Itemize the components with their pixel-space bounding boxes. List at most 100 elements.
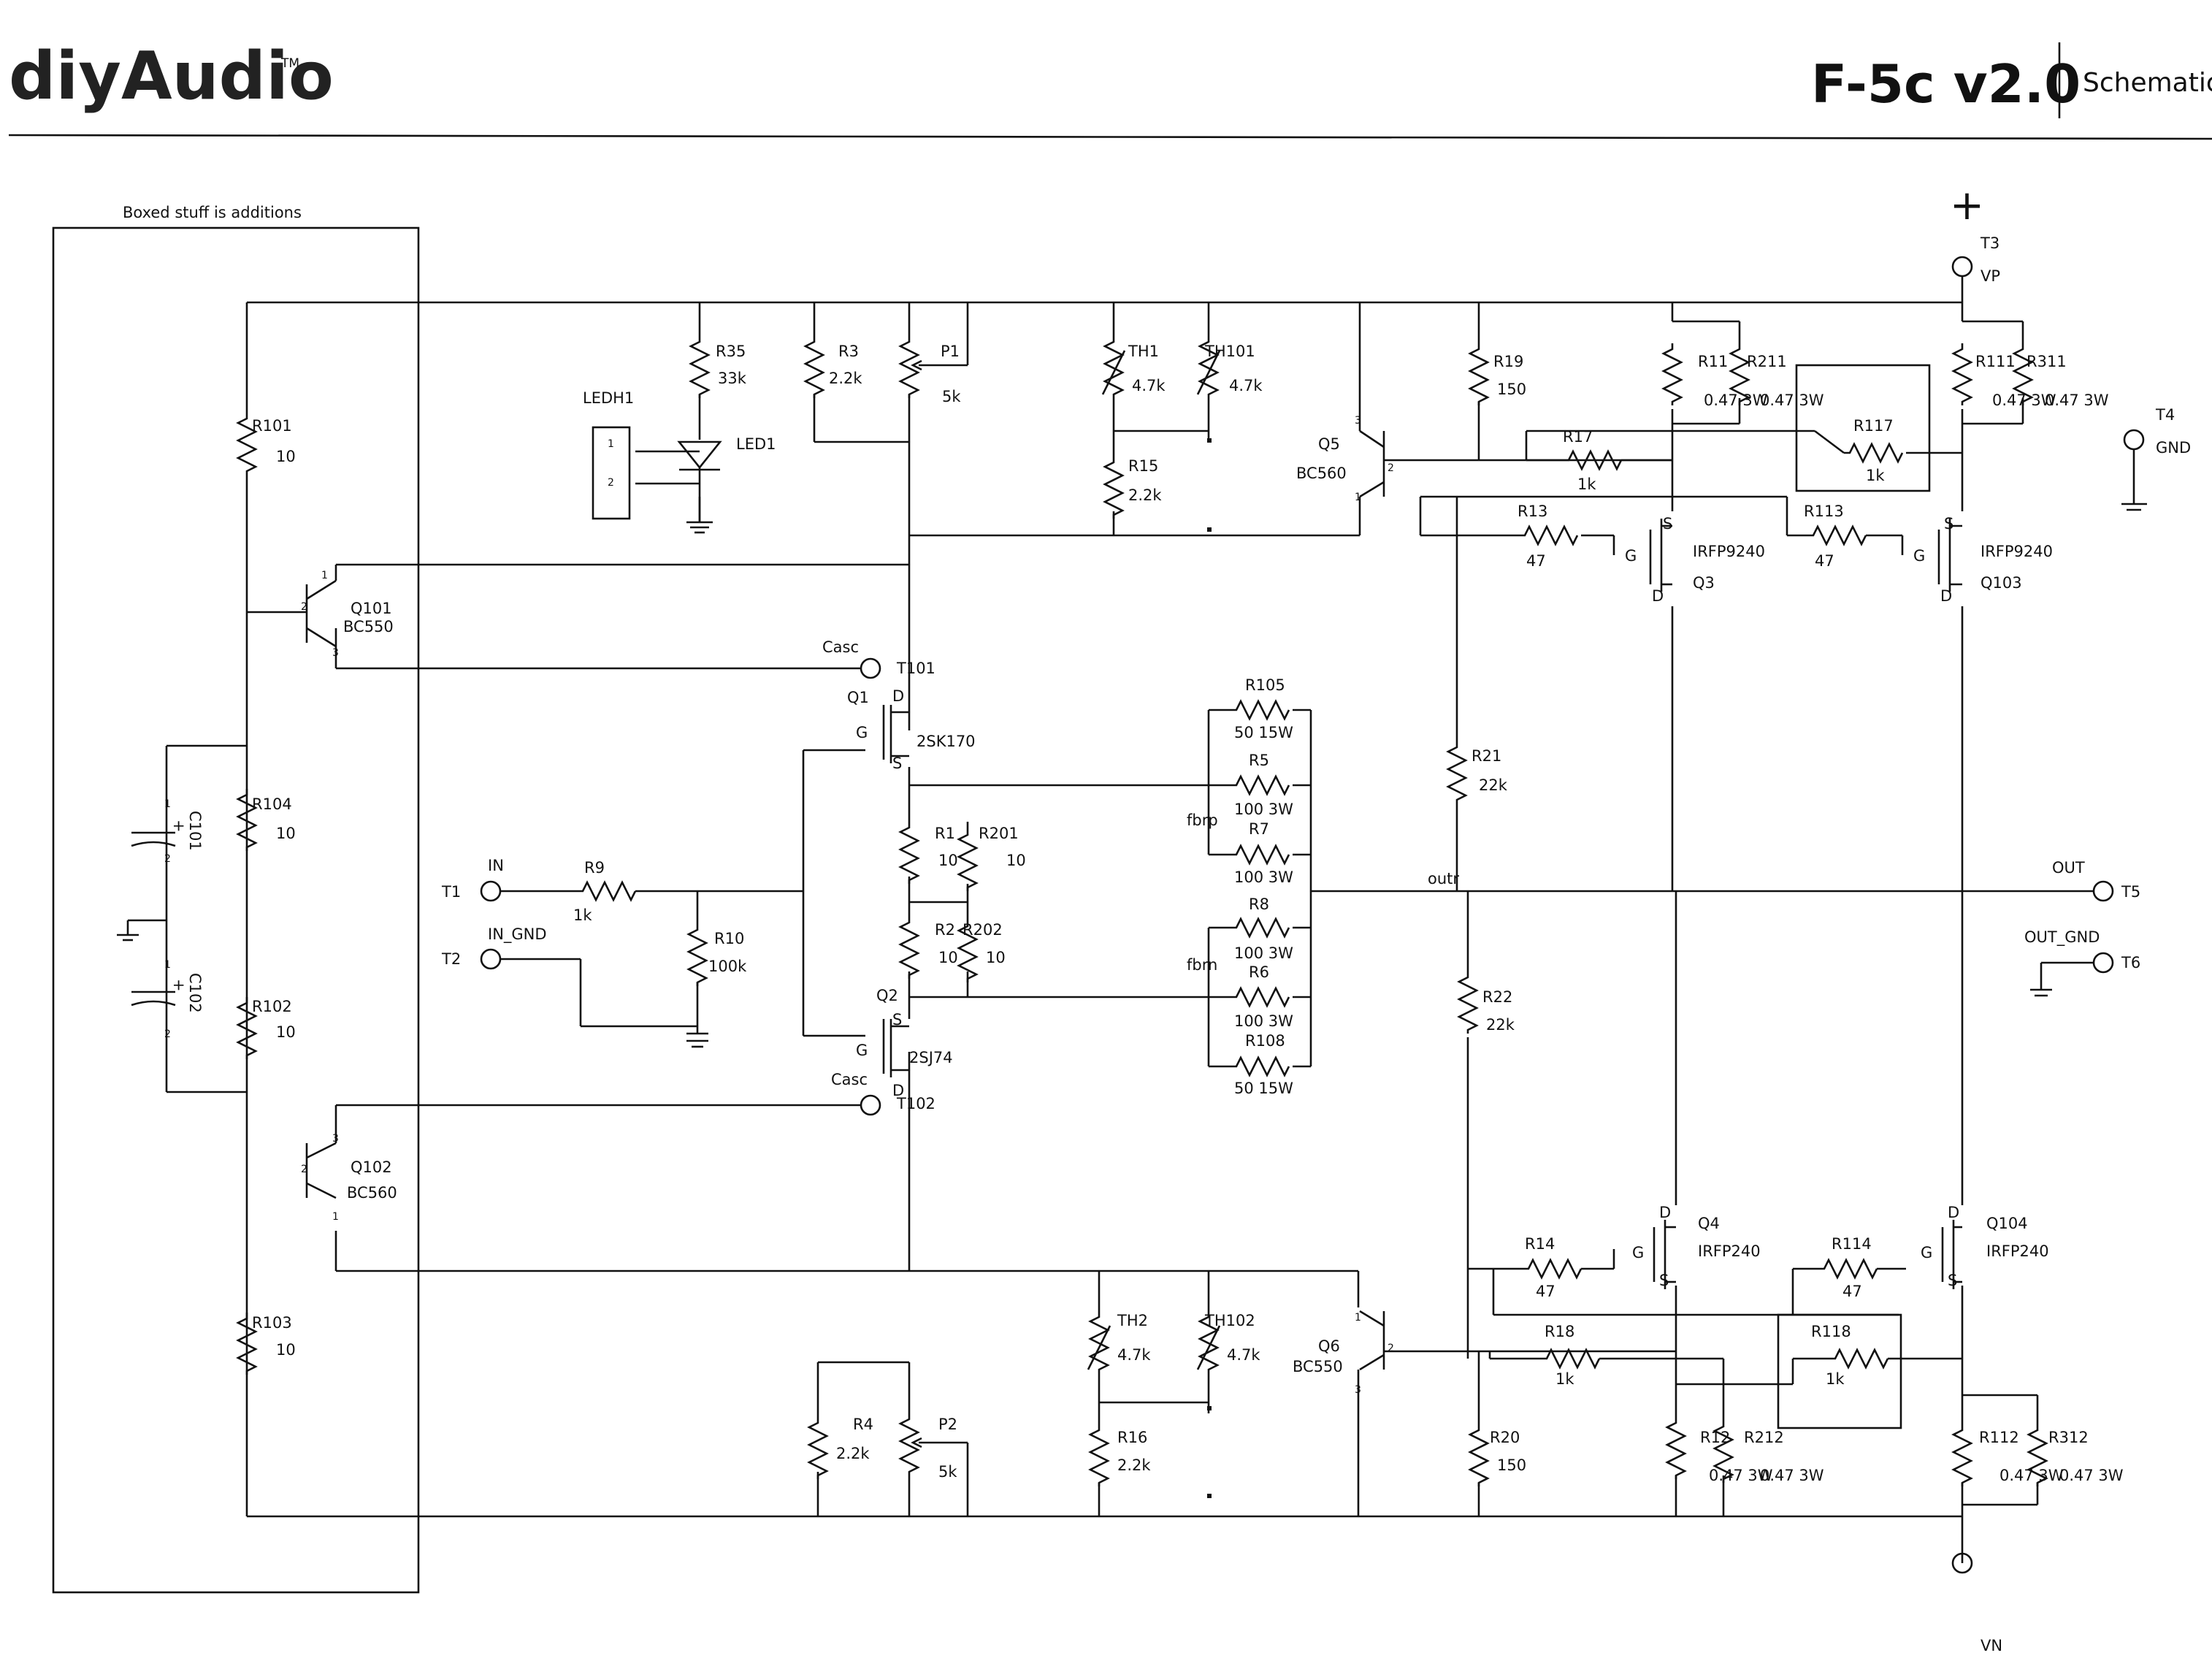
terminal-circles [480,256,2145,1574]
value-r104: 10 [276,825,296,842]
label-r35: R35 [716,343,746,360]
q5-pin-3: 3 [1355,415,1361,427]
label-q1: Q1 [847,689,869,706]
label-t2: T2 [441,950,461,968]
pots-and-thermistors [898,336,1221,1498]
label-q101: Q101 [351,600,392,617]
value-th102: 4.7k [1227,1346,1260,1364]
label-r117: R117 [1853,417,1894,435]
label-q4-part: IRFP240 [1698,1242,1761,1260]
label-casc-bottom: Casc [831,1071,868,1088]
q2-gate-pin: G [856,1042,868,1059]
value-th2: 4.7k [1117,1346,1151,1364]
additions-box [52,226,420,1594]
q2-drain-pin: D [892,1082,904,1099]
label-r108: R108 [1245,1032,1285,1050]
q104-drain-pin: D [1948,1204,1959,1221]
label-r114: R114 [1832,1235,1872,1253]
c102-polarity: + [170,979,188,992]
label-r9: R9 [584,859,605,877]
value-r10: 100k [708,958,747,975]
ledh1-pin-1: 1 [608,438,614,450]
label-r103: R103 [252,1314,292,1332]
value-r19: 150 [1497,381,1526,398]
capacitors [131,831,176,1007]
label-q1-part: 2SK170 [916,733,976,750]
value-r117: 1k [1866,467,1885,484]
value-r202: 10 [986,949,1006,966]
label-th1: TH1 [1128,343,1159,360]
label-q102: Q102 [351,1158,392,1176]
label-led1: LED1 [736,435,776,453]
q5-pin-1: 1 [1355,492,1361,503]
value-r12: 0.47 3W [1709,1467,1773,1484]
label-r16: R16 [1117,1429,1147,1446]
label-r3: R3 [838,343,859,360]
page-subtitle: Schematics [2083,68,2212,98]
resistor-zigzags [236,336,2048,1486]
value-r114: 47 [1842,1283,1862,1300]
label-vn: VN [1981,1637,2002,1654]
q101-pin-1: 1 [321,570,328,581]
net-outr: outr [1428,870,1459,887]
value-r14: 47 [1536,1283,1555,1300]
q1-gate-pin: G [856,724,868,741]
q101-pin-2: 2 [301,601,307,613]
label-r20: R20 [1490,1429,1520,1446]
q4-source-pin: S [1659,1272,1669,1289]
value-r4: 2.2k [836,1445,870,1462]
value-r112: 0.47 3W [1999,1467,2064,1484]
value-r212: 0.47 3W [1760,1467,1824,1484]
value-r211: 0.47 3W [1760,392,1824,409]
value-r1: 10 [938,852,958,869]
label-q103: Q103 [1981,574,2022,592]
label-in: IN [488,857,504,874]
label-gnd: GND [2156,439,2191,457]
additions-note: Boxed stuff is additions [123,204,302,221]
label-q4: Q4 [1698,1215,1720,1232]
led-and-header [592,426,722,534]
ground-symbols [123,508,2141,1048]
label-r6: R6 [1249,963,1269,981]
value-r35: 33k [718,370,747,387]
vp-plus-mark: + [1950,182,1984,229]
value-r105: 50 15W [1234,724,1293,741]
bjts [305,429,1385,1371]
label-r1: R1 [935,825,955,842]
value-r6: 100 3W [1234,1012,1293,1030]
value-r102: 10 [276,1023,296,1041]
value-r11: 0.47 3W [1704,392,1768,409]
value-r18: 1k [1555,1370,1574,1388]
label-r211: R211 [1747,353,1787,370]
value-r108: 50 15W [1234,1080,1293,1097]
label-c102: C102 [186,973,204,1013]
label-casc-top: Casc [822,638,859,656]
label-q102-part: BC560 [347,1184,397,1202]
label-th102: TH102 [1204,1312,1255,1329]
q101-pin-3: 3 [332,647,339,659]
value-r20: 150 [1497,1456,1526,1474]
label-r118: R118 [1811,1323,1851,1340]
trademark: TM [280,56,299,71]
value-r101: 10 [276,448,296,465]
label-t5: T5 [2121,883,2140,901]
net-fbrn: fbrn [1187,956,1217,974]
label-out: OUT [2052,859,2085,877]
value-r7: 100 3W [1234,868,1293,886]
label-r112: R112 [1979,1429,2019,1446]
value-r113: 47 [1815,552,1834,570]
fets [882,519,1962,1289]
value-r15: 2.2k [1128,486,1162,504]
q103-source-pin: S [1944,515,1953,532]
labels: + T3 VP T4 GND T5 OUT T6 OUT_GND T1 IN T… [164,182,2191,1654]
label-t6: T6 [2121,954,2140,971]
label-r201: R201 [979,825,1019,842]
value-r13: 47 [1526,552,1546,570]
q102-pin-2: 2 [301,1164,307,1175]
label-q6-part: BC550 [1293,1358,1343,1375]
label-ledh1: LEDH1 [583,389,634,407]
label-t3: T3 [1980,234,1999,252]
value-p1: 5k [942,388,961,405]
value-r311: 0.47 3W [2045,392,2109,409]
